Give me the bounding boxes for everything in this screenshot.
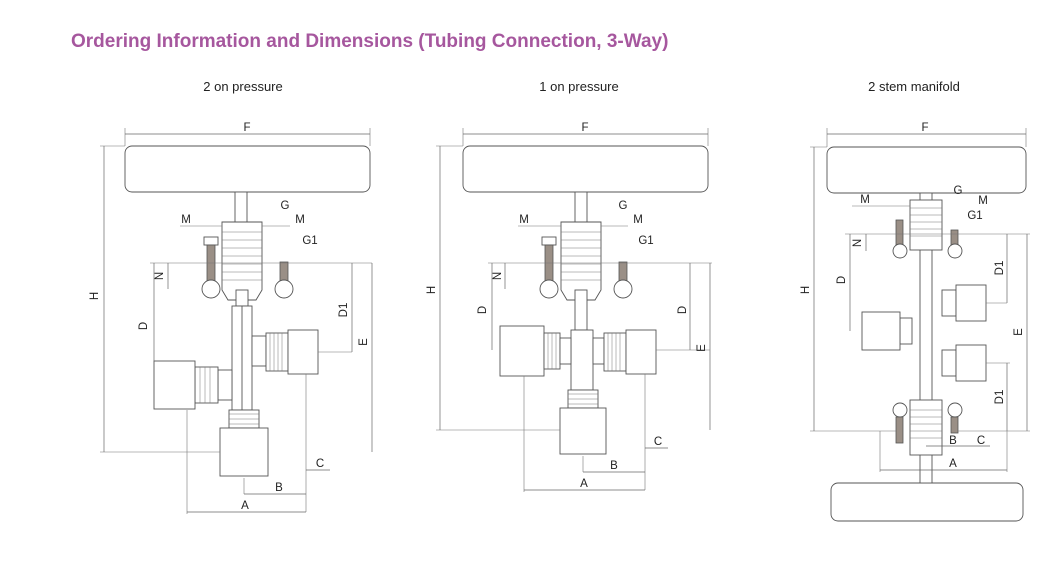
view-caption-1-on-pressure: 1 on pressure [539, 79, 619, 94]
dim-label-D1-lower: D1 [994, 390, 1006, 405]
dim-label-H: H [426, 286, 438, 294]
dim-label-E: E [1013, 328, 1025, 336]
bolt-thread-right [279, 261, 289, 283]
right-nut-hex [592, 337, 605, 365]
bonnet [560, 221, 602, 301]
dimensions-view-1 [100, 128, 373, 514]
dim-label-C: C [316, 458, 324, 470]
dim-label-F: F [921, 122, 928, 134]
view-caption-2-on-pressure: 2 on pressure [203, 79, 283, 94]
bottom-fitting [559, 407, 607, 455]
right-fitting [265, 332, 289, 372]
bolt-ball-bottom-right [947, 402, 963, 418]
dim-label-F: F [243, 122, 250, 134]
left-nut-hex [559, 337, 572, 365]
dim-label-N: N [154, 272, 166, 280]
dim-label-D: D [836, 276, 848, 284]
dim-label-H: H [89, 292, 101, 300]
right-fitting-nut [625, 329, 657, 375]
dim-label-D-right: D [677, 306, 689, 314]
dim-label-M-right: M [295, 214, 305, 226]
dim-label-D1: D1 [338, 303, 350, 318]
right-fitting [603, 332, 627, 372]
dim-label-G1: G1 [967, 210, 982, 222]
dim-label-F: F [581, 122, 588, 134]
stem [574, 191, 588, 223]
center-body [570, 329, 594, 391]
bolt-ball-right [274, 279, 294, 299]
left-fitting [194, 366, 219, 404]
dim-label-C: C [654, 436, 662, 448]
dim-label-A: A [241, 500, 249, 512]
dimensions-view-3 [810, 128, 1030, 472]
drawing-1-on-pressure: F G M M G1 H N D D E C B A [426, 122, 712, 492]
bolt-ball-left [539, 279, 559, 299]
right-lower-hex [941, 349, 957, 377]
top-handle-bar [826, 146, 1027, 194]
dim-label-M-left: M [860, 194, 870, 206]
dim-label-G: G [954, 185, 963, 197]
bolt-thread-right [618, 261, 628, 283]
left-fitting [861, 311, 901, 351]
dim-label-B: B [275, 482, 283, 494]
right-nut-hex [251, 335, 267, 367]
bottom-handle-bar [830, 482, 1024, 522]
bolt-head-left [541, 236, 557, 246]
dim-label-G1: G1 [302, 235, 317, 247]
dim-label-D1-upper: D1 [994, 261, 1006, 276]
bolt-ball-left [201, 279, 221, 299]
right-upper-hex [941, 289, 957, 317]
bottom-bonnet [909, 399, 943, 456]
bonnet [221, 221, 263, 301]
dim-label-E: E [358, 338, 370, 346]
dim-label-C: C [977, 435, 985, 447]
bolt-thread-bottom-right [950, 416, 959, 434]
dim-label-M-right: M [633, 214, 643, 226]
bolt-ball-bottom-left [892, 402, 908, 418]
dim-label-G1: G1 [638, 235, 653, 247]
bonnet-nut [574, 289, 588, 331]
bolt-thread-top-left [895, 219, 904, 247]
bolt-head-left [203, 236, 219, 246]
stem [234, 191, 248, 223]
bolt-ball-right [613, 279, 633, 299]
bottom-fitting [219, 427, 269, 477]
dim-label-E: E [696, 344, 708, 352]
dim-label-G: G [619, 200, 628, 212]
drawing-2-on-pressure: F G M M G1 H N D D1 E C B A [89, 122, 373, 514]
right-fitting-nut [287, 329, 319, 375]
dim-label-A: A [580, 478, 588, 490]
dim-label-M-left: M [181, 214, 191, 226]
dim-label-N: N [492, 272, 504, 280]
dim-label-A: A [949, 458, 957, 470]
dim-label-M-right: M [978, 195, 988, 207]
dim-label-G: G [281, 200, 290, 212]
dimensions-view-2 [436, 128, 712, 492]
view-caption-2-stem-manifold: 2 stem manifold [868, 79, 960, 94]
bolt-ball-top-right [947, 243, 963, 259]
dim-label-B: B [610, 460, 618, 472]
right-upper-fitting [955, 284, 987, 322]
bolt-thread-bottom-left [895, 416, 904, 444]
left-fitting-nut [153, 360, 196, 410]
bonnet-nut [235, 289, 249, 307]
drawing-2-stem-manifold: F G M M G1 H N D D1 E D1 C B A [800, 122, 1030, 522]
left-fitting-nut [499, 325, 545, 377]
page-title: Ordering Information and Dimensions (Tub… [71, 31, 669, 52]
dim-label-M-left: M [519, 214, 529, 226]
bolt-ball-top-left [892, 243, 908, 259]
left-nut-hex [217, 369, 233, 401]
top-bonnet [909, 199, 943, 251]
dim-label-D: D [477, 306, 489, 314]
left-hex [899, 317, 913, 345]
right-lower-fitting [955, 344, 987, 382]
dim-label-N: N [852, 239, 864, 247]
dim-label-D: D [138, 322, 150, 330]
handle-bar [462, 145, 709, 193]
dim-label-H: H [800, 286, 812, 294]
dim-label-B: B [949, 435, 957, 447]
handle-bar [124, 145, 371, 193]
